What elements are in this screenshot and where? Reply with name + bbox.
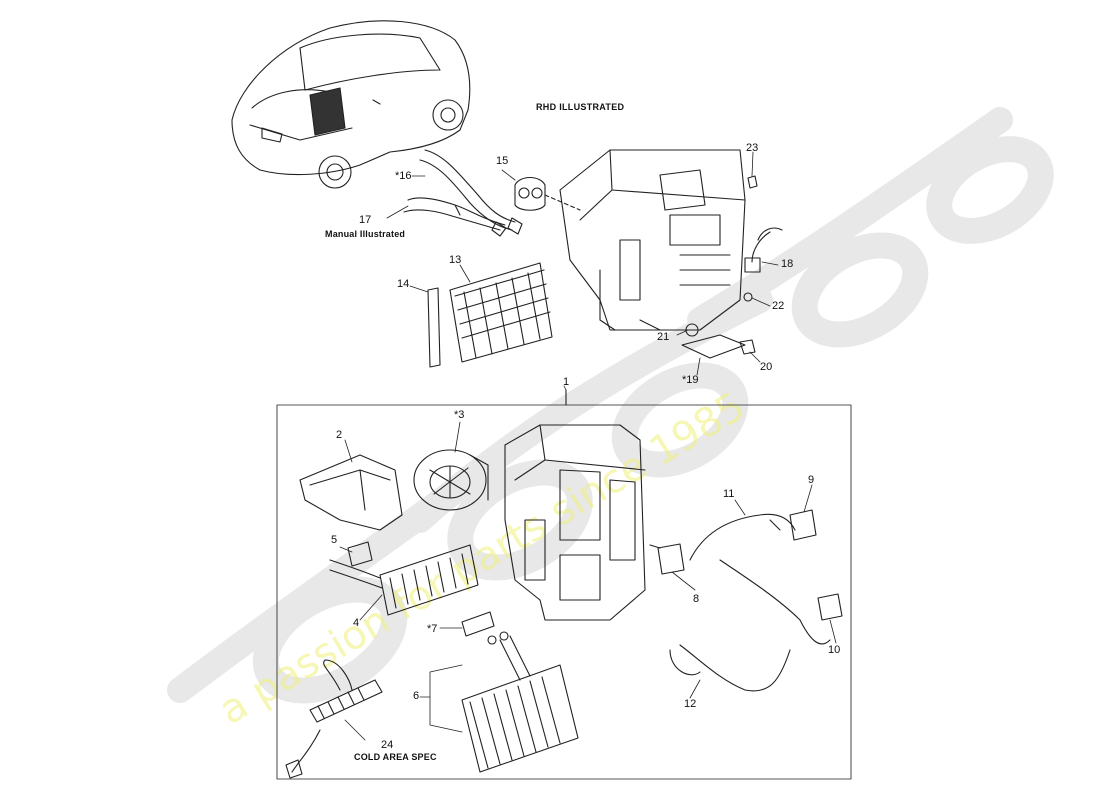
blower-case-2: [299, 454, 403, 531]
bracket-19: [681, 334, 746, 359]
callout-22: 22: [772, 300, 785, 312]
filter-frame-14: [427, 287, 441, 368]
callout-16: *16: [395, 170, 412, 182]
ptc-heater-24: [285, 659, 383, 779]
heading-rhd: RHD ILLUSTRATED: [536, 102, 625, 112]
hose-17: [403, 197, 507, 237]
grommet-15: [514, 176, 581, 211]
harness-11: [689, 513, 801, 621]
callout-18: 18: [781, 258, 794, 270]
callout-24: 24: [381, 739, 394, 751]
note-cold-area: COLD AREA SPEC: [354, 752, 437, 762]
callout-10: 10: [828, 644, 841, 656]
callout-6: 6: [413, 690, 420, 702]
callout-8: 8: [693, 593, 700, 605]
bolt-23: [747, 175, 758, 189]
note-manual: Manual Illustrated: [325, 229, 406, 239]
actuator-8: [649, 543, 685, 575]
connector-20: [739, 339, 756, 355]
hose-18: [744, 227, 783, 273]
harness-12: [669, 619, 831, 692]
callout-20: 20: [760, 361, 773, 373]
callout-2: 2: [336, 429, 343, 441]
callout-12: 12: [684, 698, 697, 710]
callout-1: 1: [563, 376, 570, 388]
car-illustration: [231, 20, 471, 189]
clip-22: [743, 292, 753, 302]
callout-19: *19: [682, 374, 699, 386]
hvac-unit-main: [504, 424, 646, 621]
leader-lines: [339, 151, 837, 741]
callout-3: *3: [454, 409, 465, 421]
callout-21: 21: [657, 331, 670, 343]
callout-9: 9: [808, 474, 815, 486]
callout-17: 17: [359, 214, 372, 226]
callout-5: 5: [331, 534, 338, 546]
callout-4: 4: [353, 617, 360, 629]
callout-14: 14: [397, 278, 410, 290]
heater-core-4: [329, 544, 479, 616]
grommet-21: [685, 323, 699, 337]
callout-23: 23: [746, 142, 759, 154]
hose-16: [419, 149, 523, 235]
kit-frame: [276, 404, 852, 780]
evaporator-6: [461, 631, 579, 773]
filter-13: [449, 262, 553, 363]
bracket-5: [347, 541, 373, 567]
callout-11: 11: [723, 488, 735, 500]
switch-9: [789, 509, 817, 541]
sensor-7: [461, 611, 495, 637]
callout-15: 15: [496, 155, 509, 167]
callout-13: 13: [449, 254, 462, 266]
blower-motor-3: [413, 449, 489, 511]
switch-10: [817, 593, 843, 621]
hvac-assembly-upper: [559, 149, 746, 331]
callout-7: *7: [427, 623, 438, 635]
